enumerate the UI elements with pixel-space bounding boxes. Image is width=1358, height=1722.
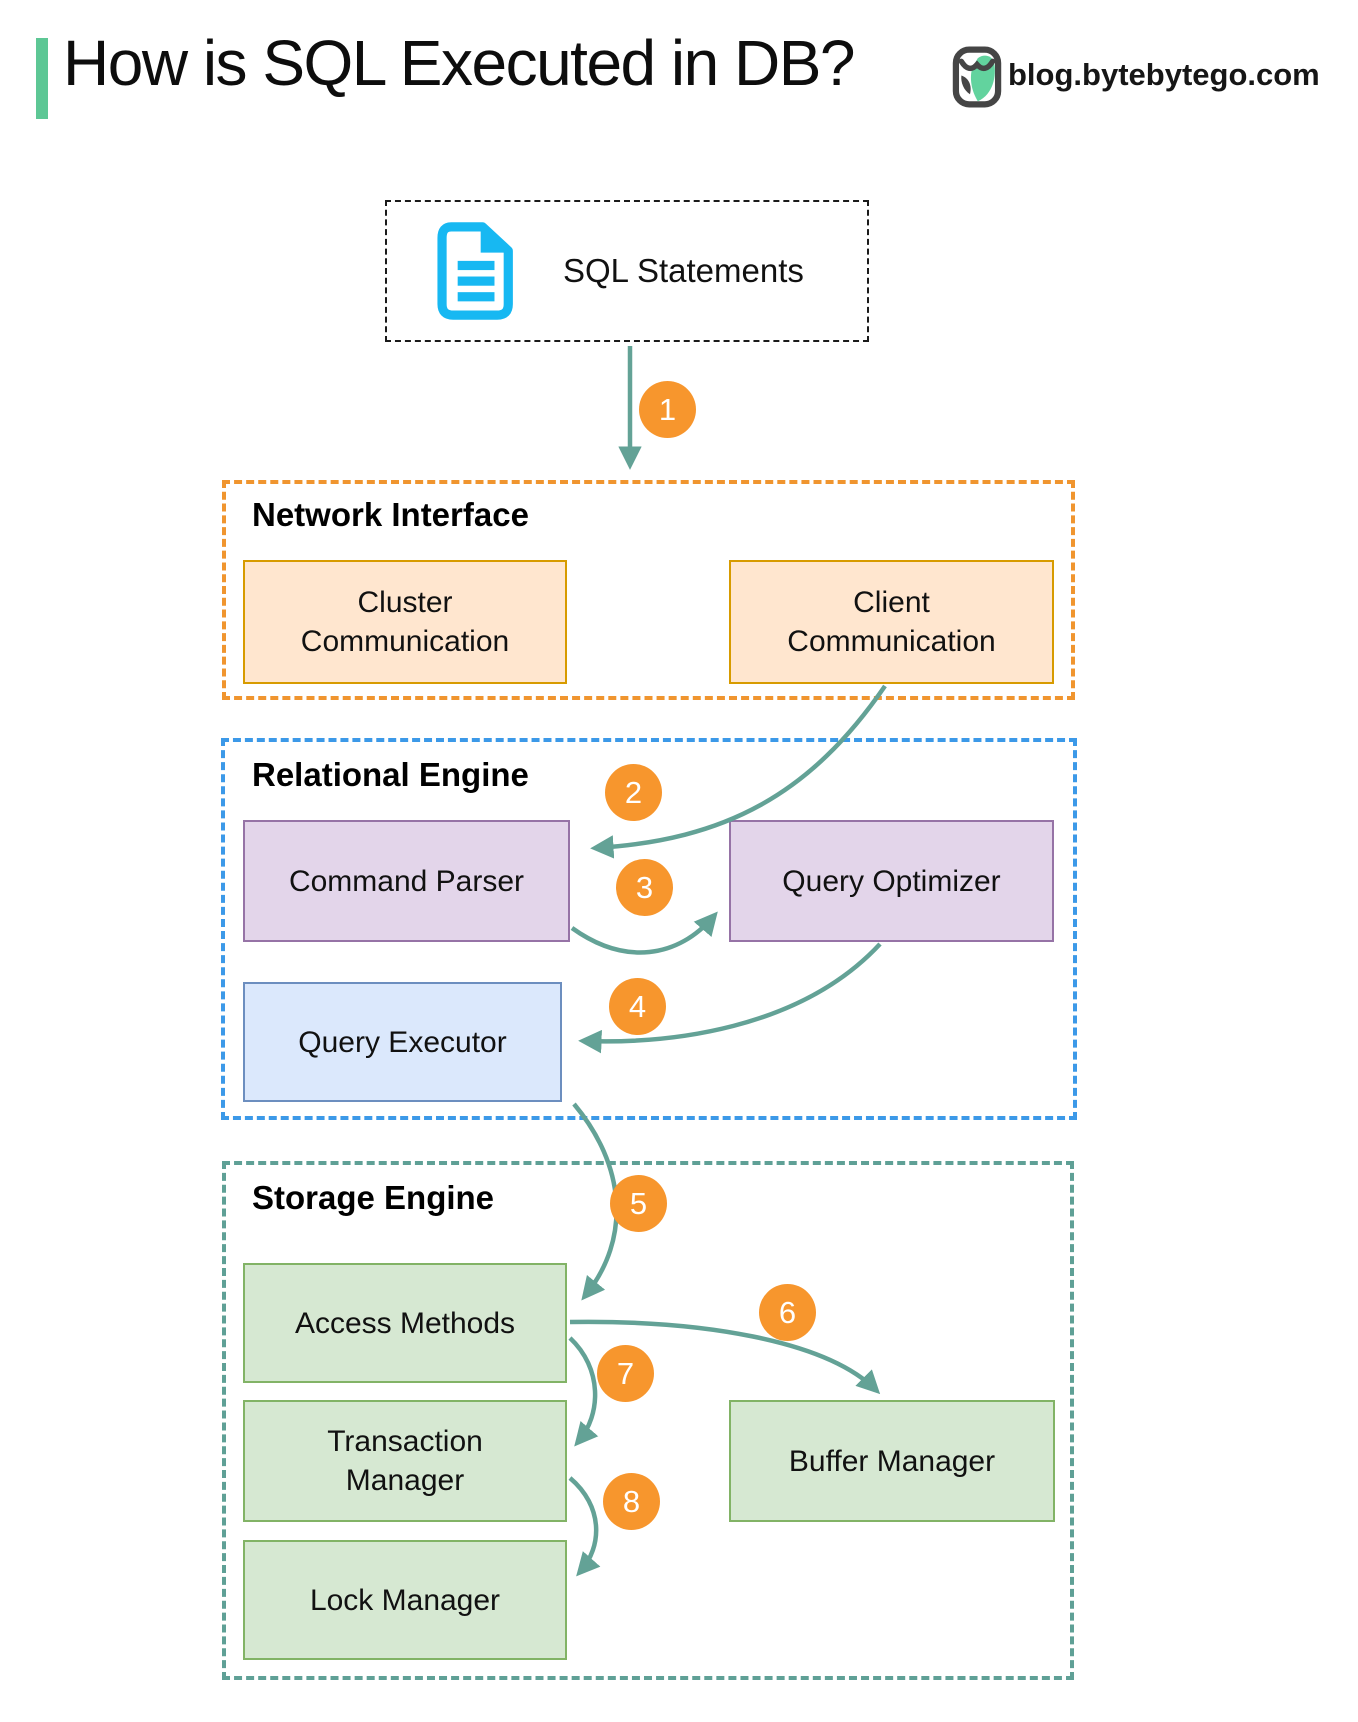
sql-statements-label: SQL Statements — [563, 252, 804, 289]
client-communication-box: Client Communication — [729, 560, 1054, 684]
step-badge-4: 4 — [609, 978, 666, 1035]
step-badge-6: 6 — [759, 1284, 816, 1341]
title-accent-bar — [36, 38, 48, 119]
command-parser-box: Command Parser — [243, 820, 570, 942]
network-interface-title: Network Interface — [252, 496, 529, 533]
sql-statements-box: SQL Statements — [385, 200, 869, 342]
step-badge-2: 2 — [605, 764, 662, 821]
document-icon — [437, 222, 513, 320]
cluster-communication-box: Cluster Communication — [243, 560, 567, 684]
transaction-manager-box: Transaction Manager — [243, 1400, 567, 1522]
storage-engine-title: Storage Engine — [252, 1179, 495, 1216]
relational-engine-title: Relational Engine — [252, 756, 529, 793]
step-badge-8: 8 — [603, 1473, 660, 1530]
step-badge-7: 7 — [597, 1345, 654, 1402]
lock-manager-box: Lock Manager — [243, 1540, 567, 1660]
page-title: How is SQL Executed in DB? — [63, 27, 856, 99]
query-optimizer-box: Query Optimizer — [729, 820, 1054, 942]
access-methods-box: Access Methods — [243, 1263, 567, 1383]
storage-engine-section: Storage Engine — [222, 1161, 1074, 1680]
buffer-manager-box: Buffer Manager — [729, 1400, 1055, 1522]
query-executor-box: Query Executor — [243, 982, 562, 1102]
site-url: blog.bytebytego.com — [1008, 57, 1320, 92]
step-badge-1: 1 — [639, 381, 696, 438]
bytebytego-logo-icon — [952, 46, 1002, 108]
step-badge-5: 5 — [610, 1175, 667, 1232]
step-badge-3: 3 — [616, 859, 673, 916]
